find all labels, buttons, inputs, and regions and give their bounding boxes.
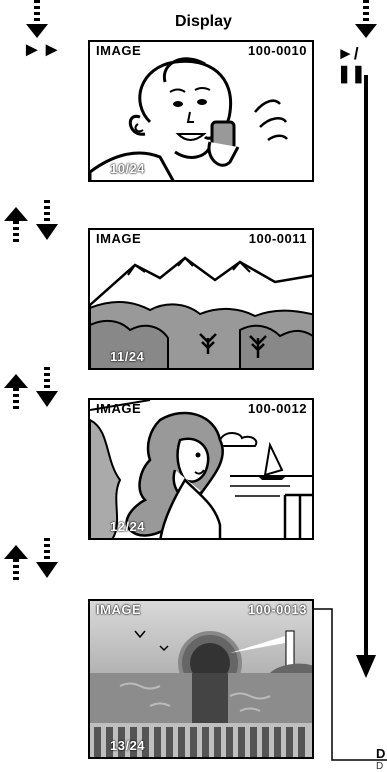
step-arrows [0, 0, 90, 768]
file-number: 100-0013 [248, 602, 307, 617]
file-number: 100-0010 [248, 43, 307, 58]
down-arrow-icon [36, 200, 58, 240]
up-arrow-icon [4, 207, 28, 242]
image-counter: 10/24 [110, 161, 145, 176]
image-label: IMAGE [96, 231, 141, 246]
file-number: 100-0011 [249, 231, 307, 246]
playback-frame-2: IMAGE 100-0011 11/24 [88, 228, 314, 370]
image-counter: 12/24 [110, 519, 145, 534]
playback-frame-1: IMAGE 100-0010 10/24 [88, 40, 314, 182]
playback-frame-4: IMAGE 100-0013 13/24 [88, 599, 314, 759]
sunset-sea-illustration [90, 601, 314, 759]
right-arrows [330, 0, 387, 700]
callout-label: D [376, 746, 385, 761]
fast-forward-icon: ►► [22, 40, 62, 60]
down-arrow-icon [36, 538, 58, 578]
image-label: IMAGE [96, 43, 141, 58]
play-pause-icon: ►/❚❚ [337, 44, 387, 84]
image-label: IMAGE [96, 602, 141, 617]
callout-line [310, 600, 387, 768]
callout-sublabel: D [376, 761, 383, 772]
playback-frame-3: IMAGE 100-0012 12/24 [88, 398, 314, 540]
down-arrow-icon [36, 367, 58, 407]
diagram-title: Display [175, 13, 232, 31]
down-arrow-icon [355, 0, 377, 38]
file-number: 100-0012 [248, 401, 307, 416]
up-arrow-icon [4, 545, 28, 580]
image-counter: 13/24 [110, 738, 145, 753]
down-arrow-icon [26, 0, 48, 38]
up-arrow-icon [4, 374, 28, 409]
long-down-arrow-icon [356, 75, 376, 678]
image-counter: 11/24 [110, 349, 144, 364]
image-label: IMAGE [96, 401, 141, 416]
